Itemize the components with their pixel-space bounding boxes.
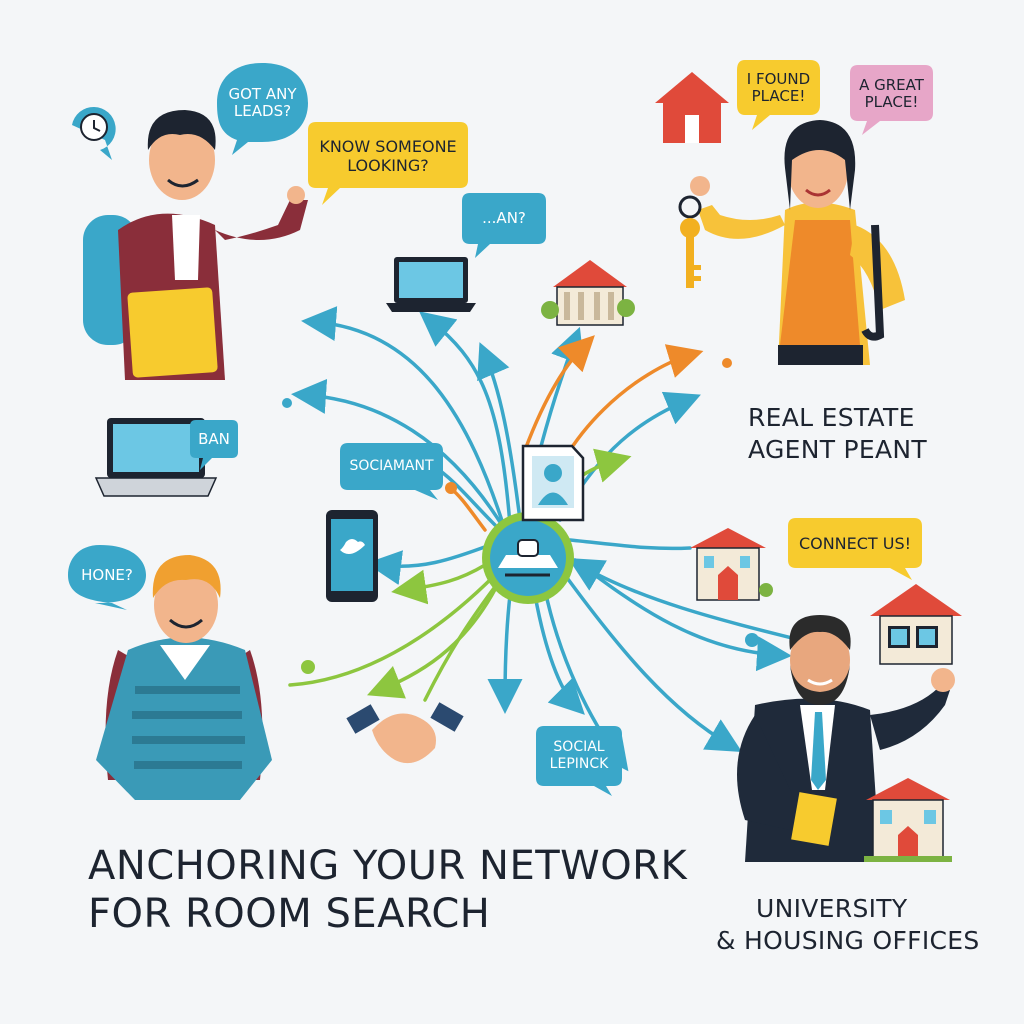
arrow-from-uni-1 (567, 557, 802, 642)
arrow-to-student-mid (291, 378, 507, 532)
bubble-line: SOCIAL (553, 739, 605, 755)
arrow-orange-2 (523, 335, 595, 452)
bubble-line: BAN (198, 429, 230, 448)
bubble-line: SOCIAMANT (349, 457, 434, 474)
bubble-line: KNOW SOMEONE (319, 137, 457, 156)
network-hub-icon (482, 512, 574, 604)
bubble-hone (68, 545, 146, 610)
bubble-text-sociamant: SOCIAMANT (340, 446, 443, 486)
laptop-icon (386, 257, 476, 312)
student-with-backpack (83, 110, 308, 380)
bubble-line: GOT ANY (228, 85, 297, 103)
arrow-green-up (367, 578, 502, 699)
clock-refresh-icon (72, 106, 116, 160)
arrow-to-uni-2 (563, 573, 743, 753)
bubble-know-someone (308, 122, 468, 205)
agent-woman-with-key (698, 120, 905, 365)
bubble-social (536, 726, 622, 796)
profile-document-icon (521, 444, 585, 522)
arrow-green-left (391, 563, 487, 605)
bubble-text-hone: HONE? (68, 553, 146, 597)
bubble-text-know-someone: KNOW SOMEONE LOOKING? (308, 128, 468, 184)
student-blonde (96, 555, 272, 800)
dot (445, 482, 457, 494)
laptop-icon (94, 418, 218, 497)
bubble-ban (190, 420, 238, 470)
bubble-line: A GREAT (859, 76, 924, 94)
bubble-i-found (737, 60, 820, 130)
bubble-line: LEADS? (233, 102, 292, 120)
bubble-a-great-place (850, 65, 933, 135)
bubble-line: LEPINCK (549, 756, 609, 772)
bubble-line: I FOUND (746, 70, 811, 88)
house-icon (655, 72, 729, 143)
arrow-to-phone (366, 543, 492, 585)
arrow-to-student-top (301, 306, 507, 532)
title-line: FOR ROOM SEARCH (88, 891, 491, 937)
bubble-sociamant (340, 443, 443, 500)
bubble-got-any-leads (217, 63, 308, 155)
dot (301, 660, 315, 674)
label-line: UNIVERSITY (756, 894, 908, 923)
label-line: AGENT PEANT (748, 435, 927, 464)
arrow-to-house-mid (568, 538, 692, 551)
key-icon (678, 176, 710, 288)
arrow-down-left (487, 593, 523, 714)
bubble-line: HONE? (81, 565, 133, 584)
handshake-icon (346, 702, 464, 764)
dot (282, 398, 292, 408)
label-line: REAL ESTATE (748, 403, 915, 432)
label-line: & HOUSING OFFICES (716, 926, 980, 955)
bubble-line: LOOKING? (347, 156, 429, 175)
bubble-text-social: SOCIAL LEPINCK (536, 730, 622, 782)
house-icon (690, 528, 773, 601)
dot (745, 633, 759, 647)
bubble-text-an: ...AN? (462, 198, 546, 238)
bubble-connect-us (788, 518, 922, 580)
bubble-text-i-found: I FOUND PLACE! (737, 64, 820, 112)
bubble-line: PLACE! (751, 87, 806, 105)
bubble-text-ban: BAN (190, 422, 238, 456)
bubble-text-a-great: A GREAT PLACE! (850, 70, 933, 118)
arrow-down-mid (533, 593, 585, 715)
arrow-green-student (288, 573, 497, 687)
title-line: ANCHORING YOUR NETWORK (88, 843, 688, 889)
house-icon (870, 584, 962, 665)
arrow-to-laptop-top (419, 311, 512, 527)
bubble-text-got-any-leads: GOT ANY LEADS? (217, 80, 308, 126)
smartphone-twitter-icon (326, 510, 378, 602)
bubble-line: CONNECT US! (798, 533, 912, 553)
arrow-up-center (477, 342, 522, 522)
page-title: ANCHORING YOUR NETWORK FOR ROOM SEARCH (88, 842, 687, 938)
bubble-text-connect-us: CONNECT US! (788, 522, 922, 564)
dot (722, 358, 732, 368)
real-estate-label: REAL ESTATE AGENT PEANT (748, 402, 927, 466)
bank-building-icon (541, 260, 635, 326)
university-label: UNIVERSITY & HOUSING OFFICES (716, 893, 980, 957)
bubble-line: ...AN? (482, 208, 526, 227)
house-icon (864, 778, 952, 862)
housing-officer-man (737, 615, 955, 862)
bubble-line: PLACE! (864, 93, 919, 111)
bubble-an (462, 193, 546, 258)
